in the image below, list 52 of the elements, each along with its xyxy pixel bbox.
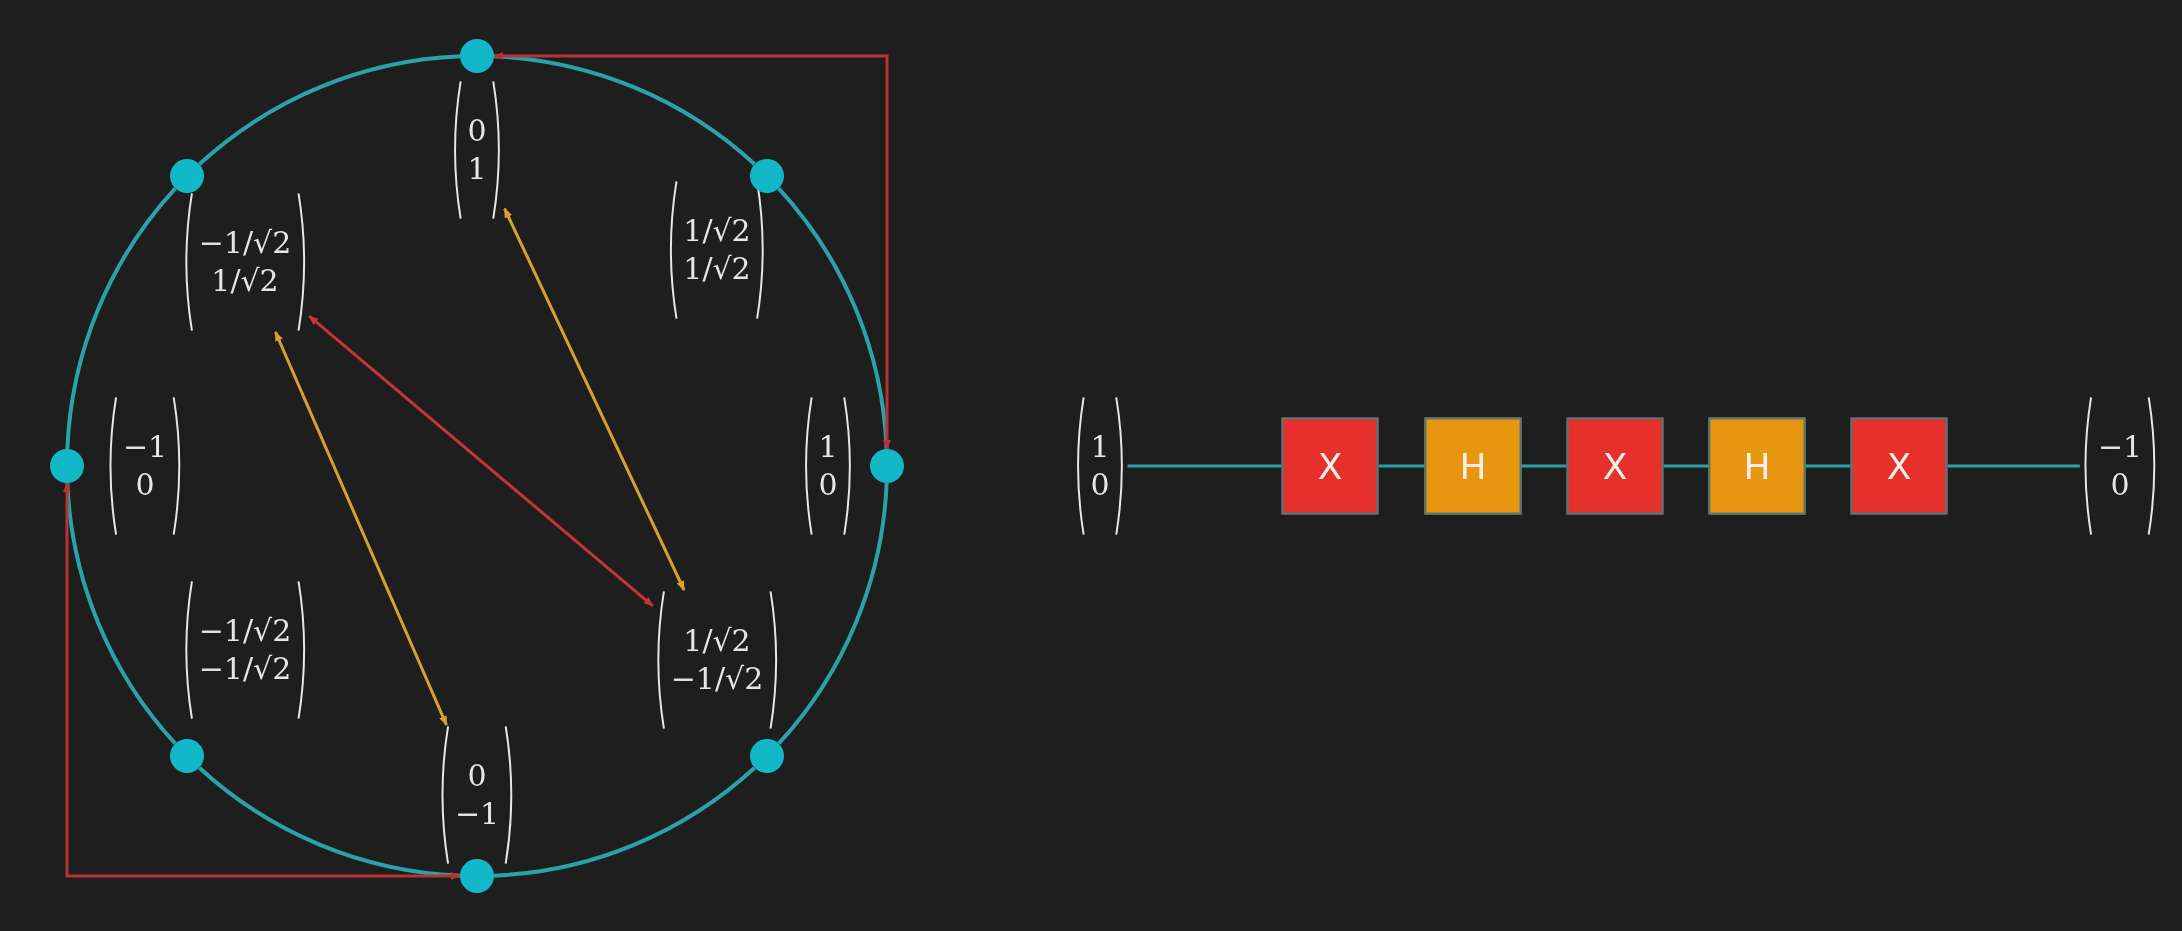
vector-entry: 0 bbox=[135, 468, 155, 503]
state-dot bbox=[460, 859, 494, 893]
vector-entry: 0 bbox=[2110, 468, 2130, 503]
wire bbox=[1805, 464, 1851, 468]
state-dot bbox=[749, 159, 784, 194]
state-dot bbox=[870, 449, 904, 483]
vector-entry: −1 bbox=[2097, 429, 2143, 464]
circle-arc bbox=[65, 187, 177, 450]
vector-entry: 0 bbox=[467, 113, 487, 148]
fraction-entry: −1/√2 bbox=[198, 652, 292, 687]
gate-block: H bbox=[1424, 417, 1522, 515]
elbow-arrow bbox=[493, 52, 891, 450]
state-dot bbox=[460, 39, 494, 73]
fraction-entry: −1/√2 bbox=[198, 225, 292, 260]
wire bbox=[1378, 464, 1425, 468]
gate-block: H bbox=[1708, 417, 1806, 515]
vector-entry: −1 bbox=[122, 429, 168, 464]
vector-entry: 0 bbox=[818, 468, 838, 503]
vector-entry: −1 bbox=[454, 797, 500, 832]
wire bbox=[1127, 464, 1282, 468]
state-dot bbox=[170, 738, 205, 773]
wire bbox=[1521, 464, 1567, 468]
gate-block: X bbox=[1566, 417, 1664, 515]
fraction-entry: −1/√2 bbox=[670, 662, 764, 697]
fraction-entry: 1/√2 bbox=[683, 213, 751, 248]
wire bbox=[1947, 464, 2080, 468]
circle-arc bbox=[493, 54, 756, 166]
vector-entry: 0 bbox=[1090, 468, 1110, 503]
fraction-entry: −1/√2 bbox=[198, 613, 292, 648]
circle-arc bbox=[65, 482, 177, 745]
circle-arc bbox=[198, 54, 461, 166]
vector-entry: 1 bbox=[1090, 429, 1110, 464]
state-dot bbox=[170, 159, 205, 194]
wire bbox=[1663, 464, 1709, 468]
state-dot bbox=[50, 449, 84, 483]
circle-arc bbox=[777, 187, 889, 450]
gate-block: X bbox=[1850, 417, 1948, 515]
circle-arc bbox=[777, 482, 889, 745]
fraction-entry: 1/√2 bbox=[211, 264, 279, 299]
vector-entry: 0 bbox=[467, 758, 487, 793]
arrow bbox=[308, 315, 654, 607]
arrow bbox=[274, 331, 448, 726]
gate-block: X bbox=[1281, 417, 1379, 515]
vector-entry: 1 bbox=[818, 429, 838, 464]
circle-arc bbox=[198, 766, 461, 878]
elbow-arrow bbox=[63, 482, 461, 880]
circle-arc bbox=[493, 766, 756, 878]
arrow bbox=[503, 207, 686, 591]
fraction-entry: 1/√2 bbox=[683, 252, 751, 287]
fraction-entry: 1/√2 bbox=[683, 623, 751, 658]
state-dot bbox=[749, 738, 784, 773]
vector-entry: 1 bbox=[467, 152, 487, 187]
